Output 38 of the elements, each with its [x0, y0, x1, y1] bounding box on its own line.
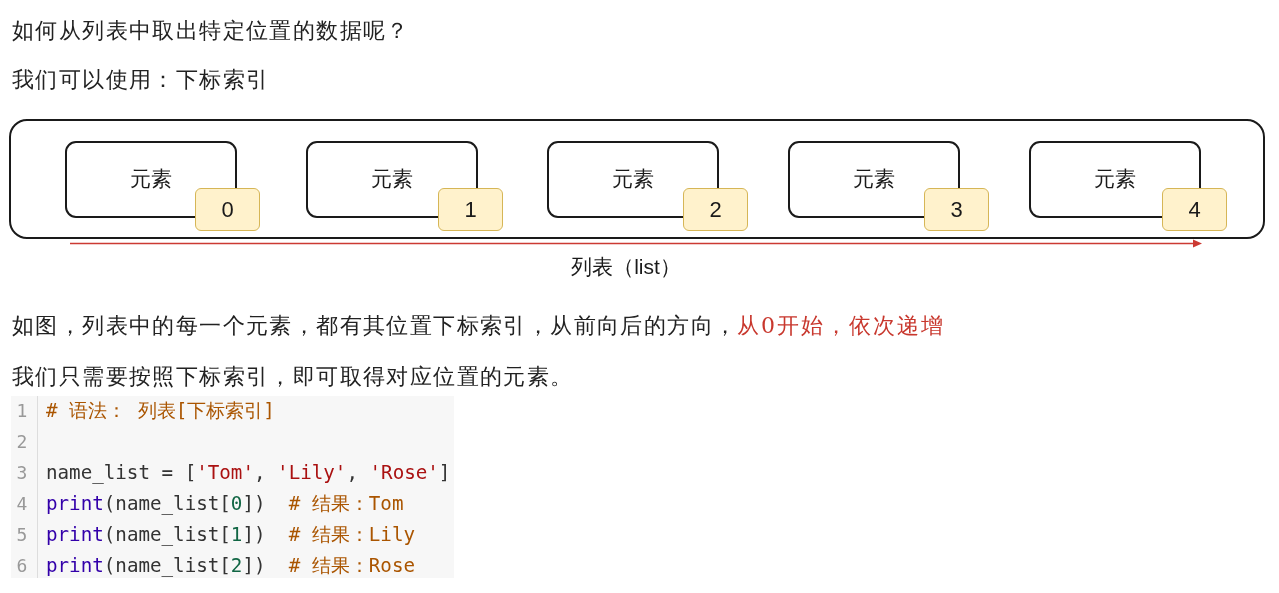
- element-label: 元素: [853, 167, 895, 192]
- question-heading: 如何从列表中取出特定位置的数据呢？: [12, 17, 410, 45]
- line-number: 3: [16, 461, 28, 485]
- explanation-text: 我们只需要按照下标索引，即可取得对应位置的元素。: [12, 363, 574, 391]
- element-label: 元素: [130, 167, 172, 192]
- line-number: 4: [16, 492, 28, 516]
- code-line: name_list = ['Tom', 'Lily', 'Rose']: [46, 461, 451, 485]
- index-badge: [1162, 188, 1227, 231]
- code-line: print(name_list[2]) # 结果：Rose: [46, 554, 415, 578]
- element-label: 元素: [612, 167, 654, 192]
- index-number: 0: [221, 196, 234, 223]
- index-badge: [683, 188, 748, 231]
- list-caption: 列表（list）: [571, 254, 681, 280]
- element-label: 元素: [371, 167, 413, 192]
- index-number: 3: [950, 196, 963, 223]
- element-box: [547, 141, 719, 218]
- element-label: 元素: [1094, 167, 1136, 192]
- code-line: # 语法： 列表[下标索引]: [46, 399, 275, 423]
- element-box: [65, 141, 237, 218]
- index-badge: [924, 188, 989, 231]
- intro-text: 我们可以使用：下标索引: [12, 66, 270, 94]
- element-box: [306, 141, 478, 218]
- list-container: [9, 119, 1265, 239]
- index-number: 1: [464, 196, 477, 223]
- explanation-text: 如图，列表中的每一个元素，都有其位置下标索引，从前向后的方向，: [12, 312, 738, 340]
- element-box: [788, 141, 960, 218]
- index-number: 2: [709, 196, 722, 223]
- element-box: [1029, 141, 1201, 218]
- line-number: 2: [16, 430, 28, 454]
- line-number: 5: [16, 523, 28, 547]
- index-badge: [195, 188, 260, 231]
- line-number: 1: [16, 399, 28, 423]
- line-number: 6: [16, 554, 28, 578]
- index-number: 4: [1188, 196, 1201, 223]
- code-line: print(name_list[1]) # 结果：Lily: [46, 523, 415, 547]
- index-badge: [438, 188, 503, 231]
- code-line: print(name_list[0]) # 结果：Tom: [46, 492, 404, 516]
- highlight-text: 从0开始，依次递增: [737, 312, 945, 340]
